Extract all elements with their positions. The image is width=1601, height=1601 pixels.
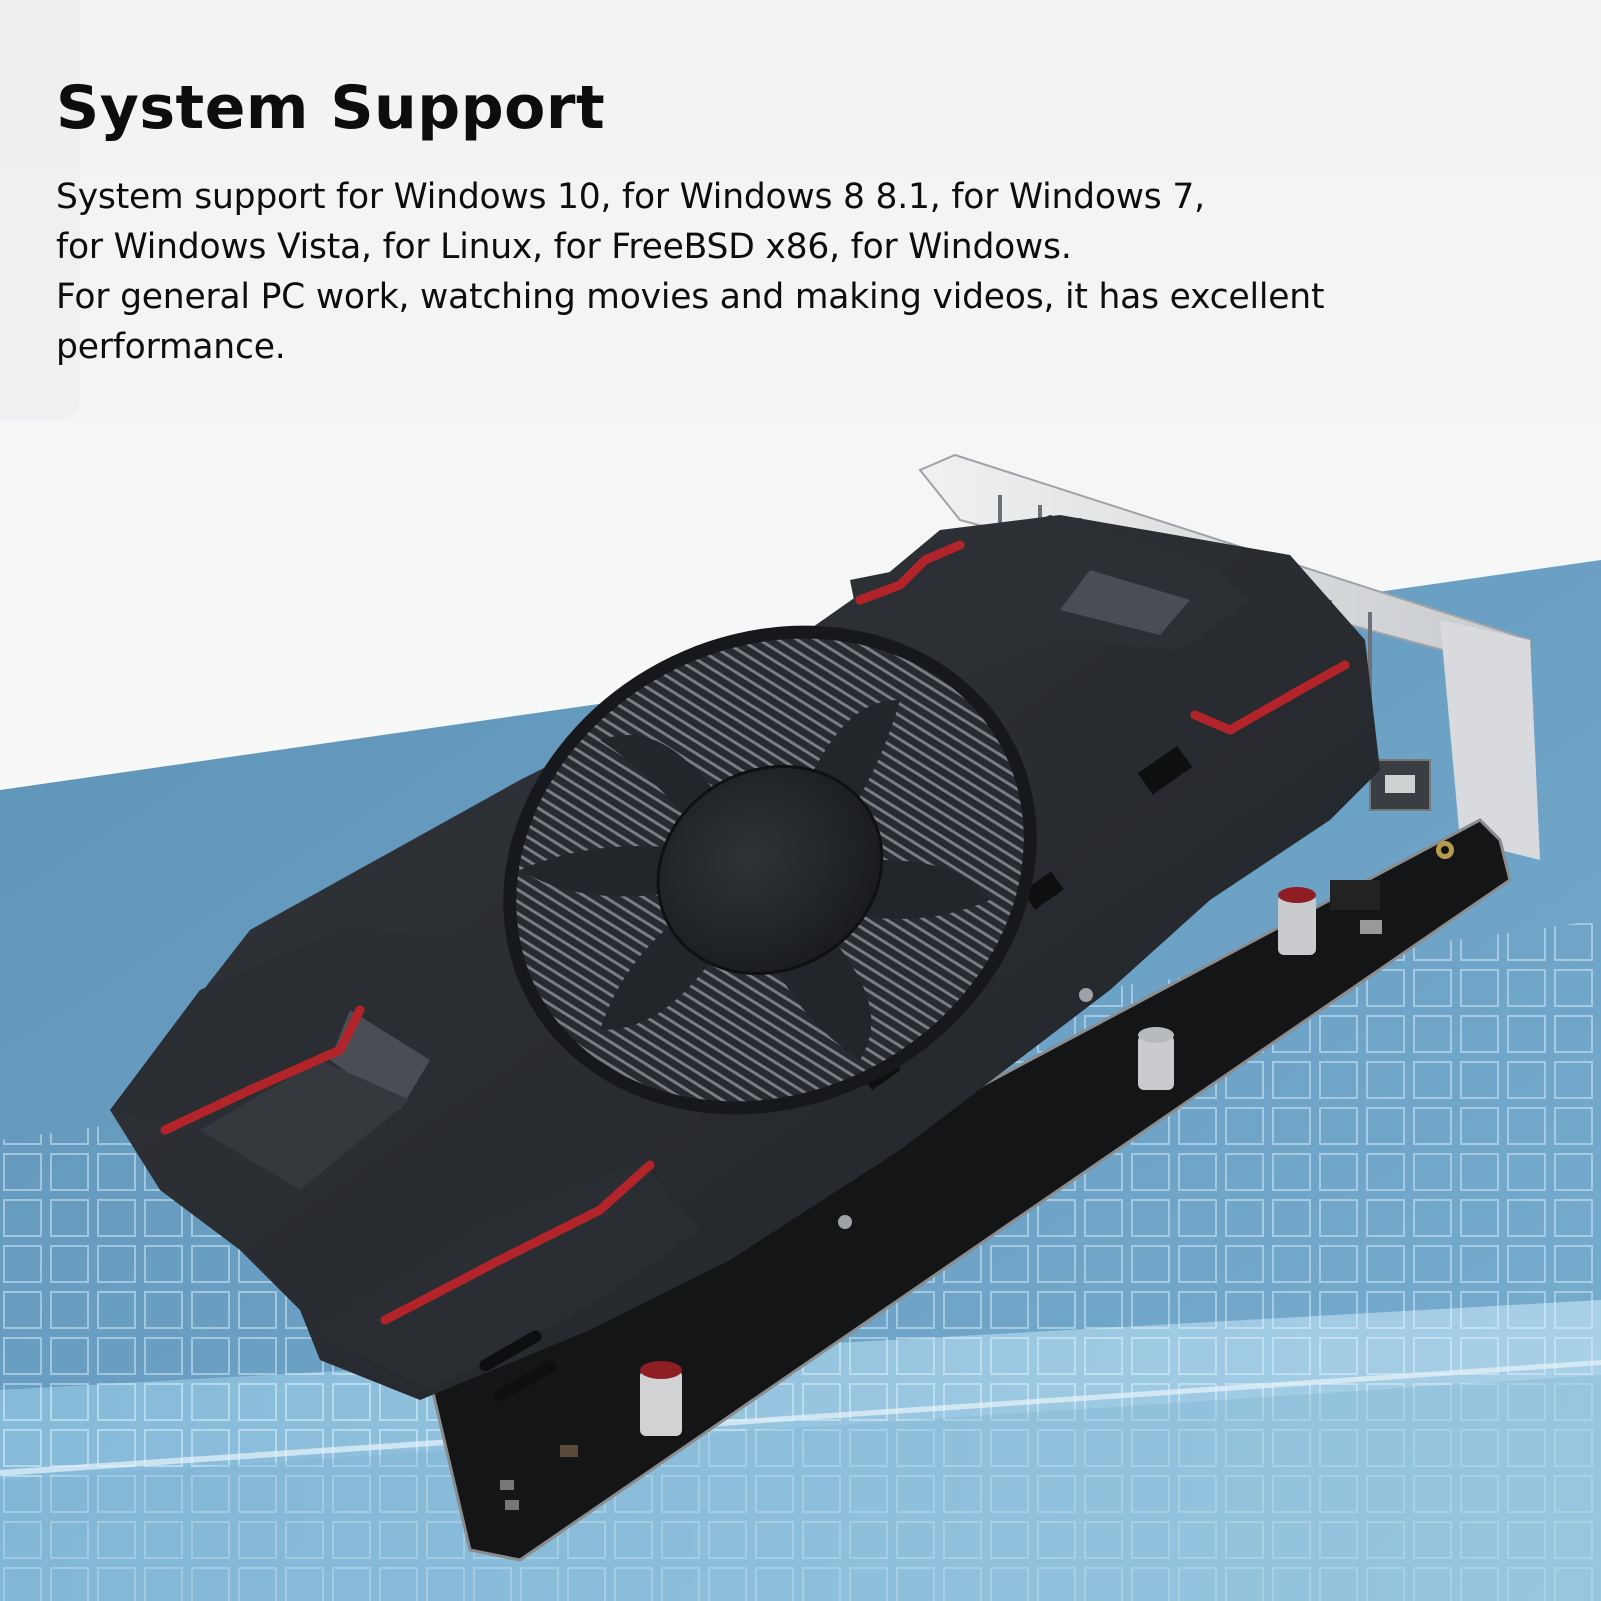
capacitor — [1278, 887, 1316, 955]
pcb-board — [428, 759, 1512, 1562]
text-block: System Support System support for Window… — [56, 66, 1536, 372]
description-line: System support for Windows 10, for Windo… — [56, 177, 1205, 217]
description-paragraph: System support for Windows 10, for Windo… — [56, 172, 1536, 372]
capacitor — [1138, 1027, 1174, 1090]
description-line: performance. — [56, 327, 286, 367]
page-title: System Support — [56, 73, 606, 143]
cooling-fan — [503, 625, 1037, 1115]
description-line: For general PC work, watching movies and… — [56, 277, 1325, 317]
description-line: for Windows Vista, for Linux, for FreeBS… — [56, 227, 1072, 267]
capacitor — [640, 1361, 682, 1436]
red-accent-stripes — [160, 540, 1350, 1325]
